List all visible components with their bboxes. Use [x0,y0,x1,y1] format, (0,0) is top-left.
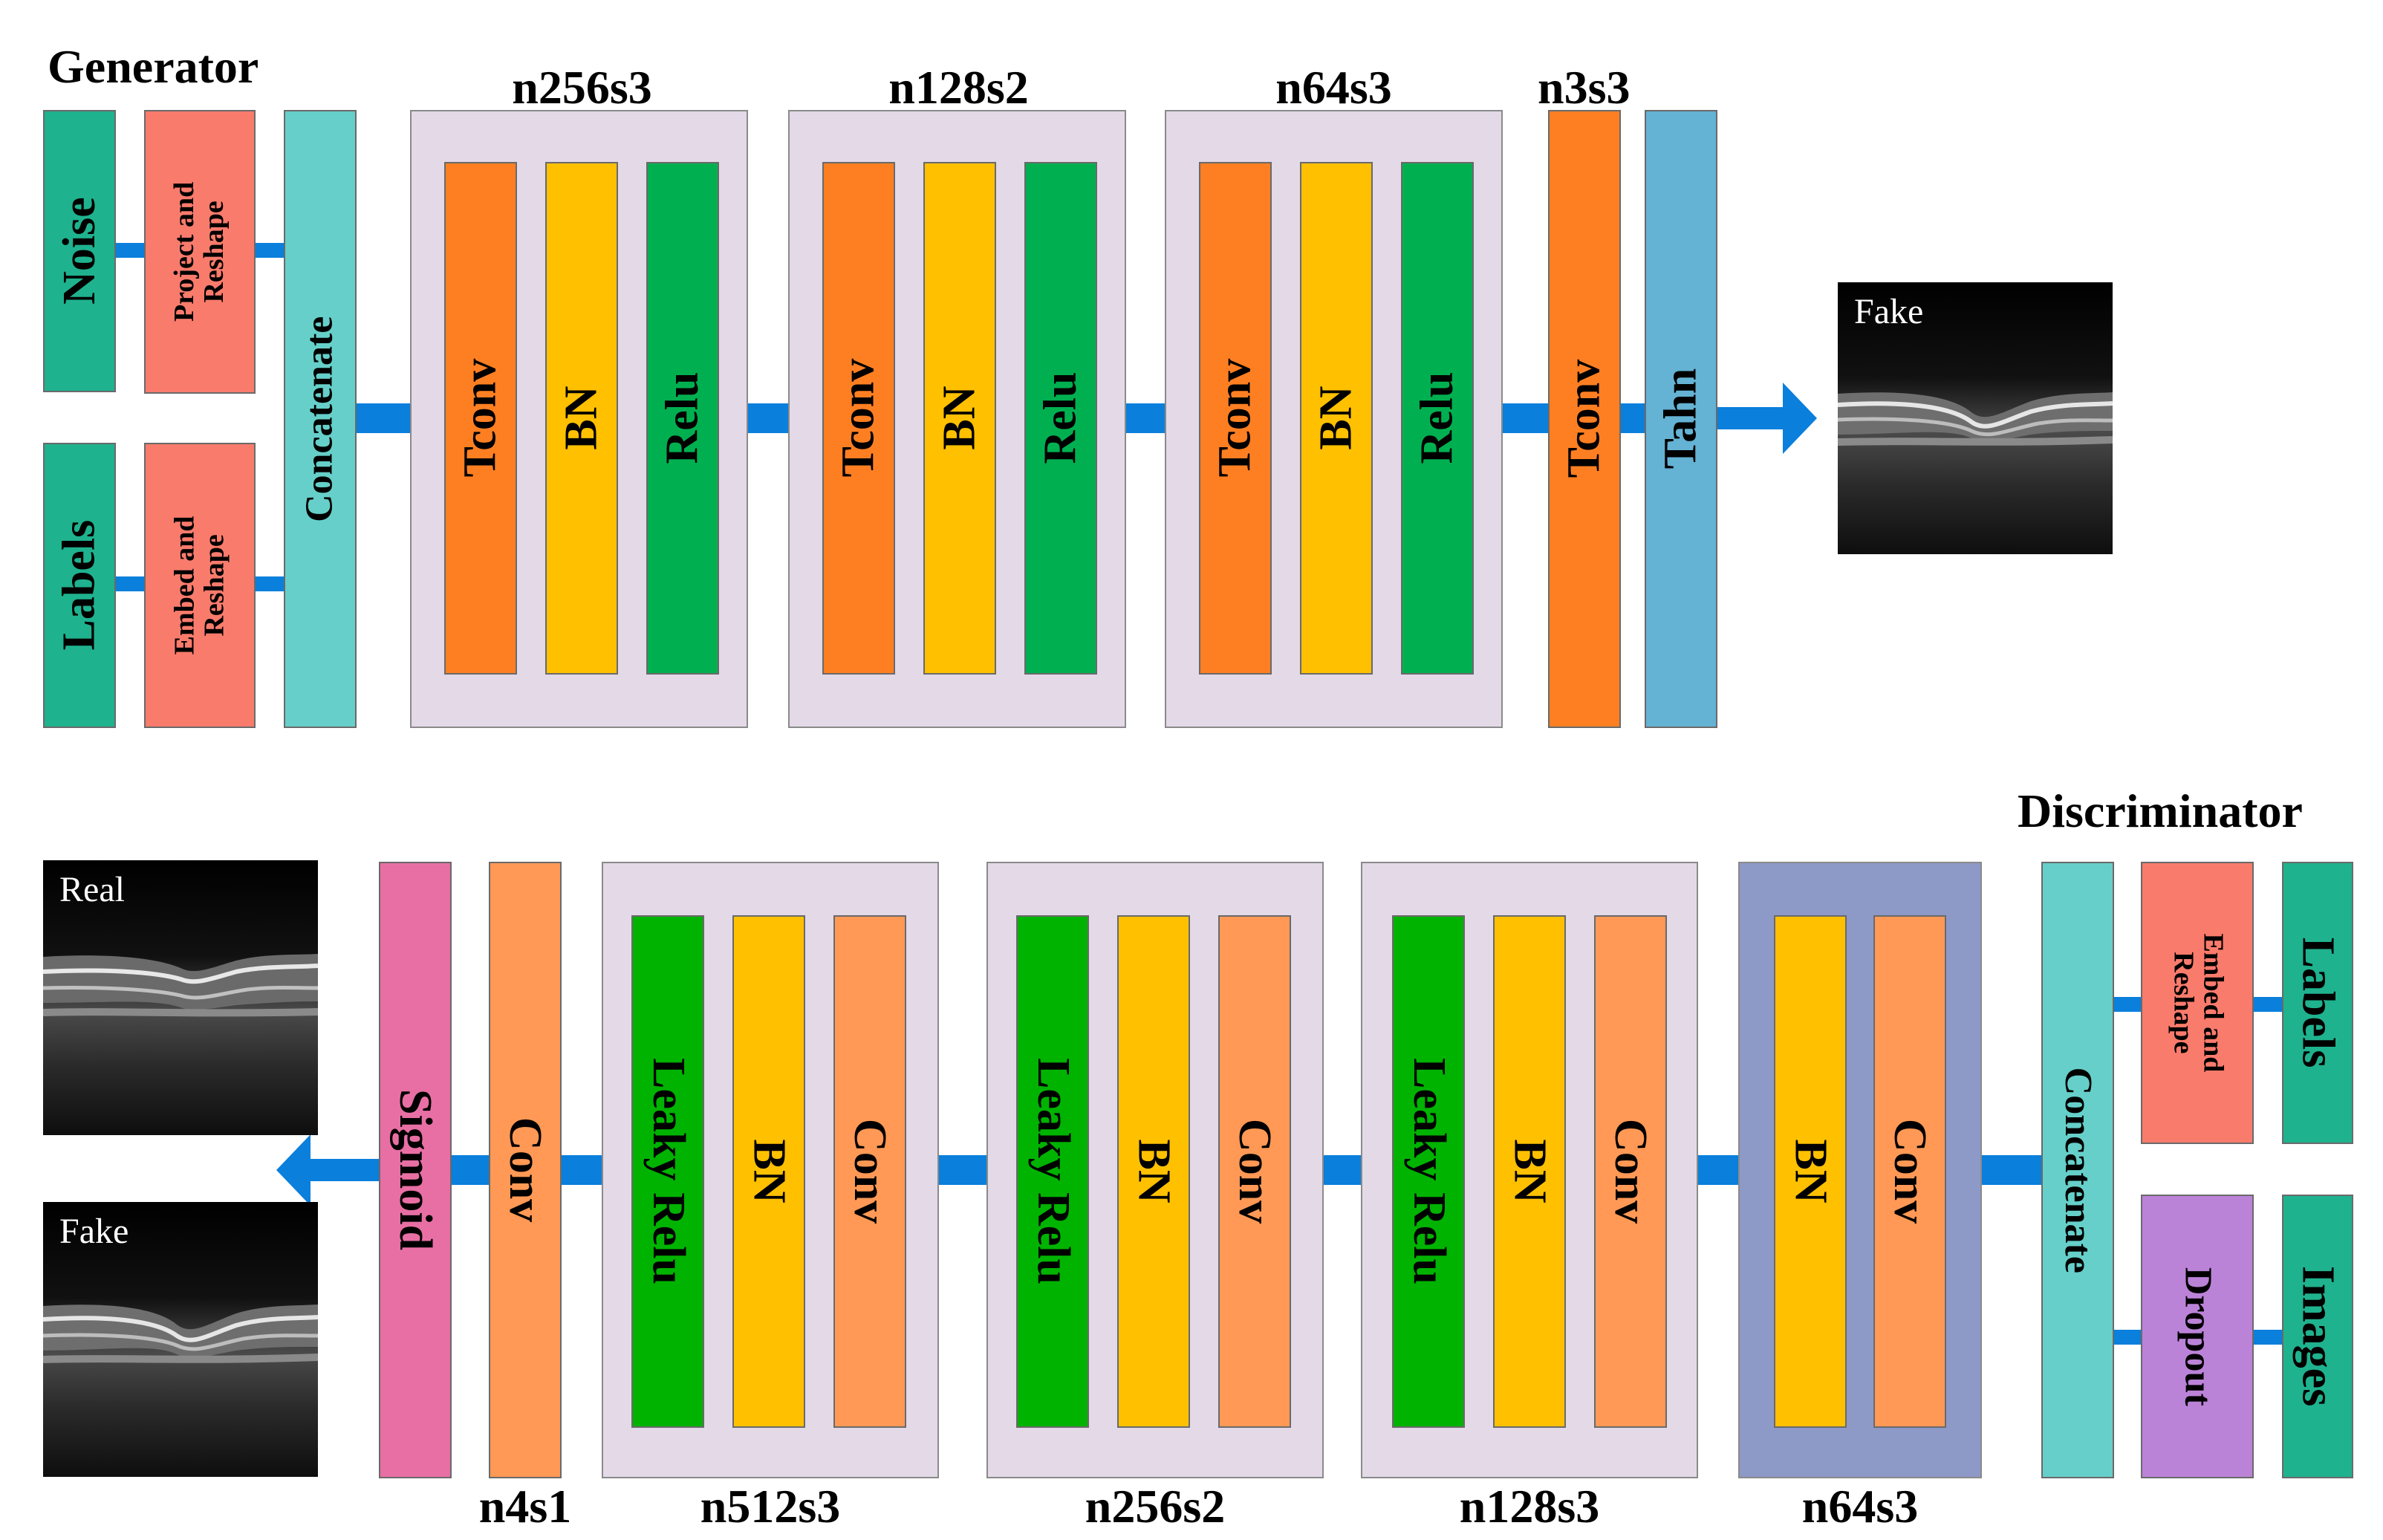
connector [1698,1155,1738,1185]
discriminator-group-3: Leaky Relu BN Conv [986,862,1324,1478]
generator-output-arrow [1717,383,1817,454]
tconv-layer: Tconv [444,162,517,675]
leaky-relu-layer: Leaky Relu [1016,915,1089,1428]
connector [1621,403,1645,433]
oct-scan-graphic [43,1202,318,1477]
connector [1324,1155,1361,1185]
generator-fake-image-label: Fake [1854,292,1924,331]
relu-layer: Relu [1024,162,1097,675]
tconv-layer: Tconv [822,162,895,675]
connector [1982,1155,2041,1185]
discriminator-title: Discriminator [2018,784,2303,837]
oct-scan-graphic [43,860,318,1135]
generator-title: Generator [48,40,259,93]
bn-layer: BN [1117,915,1190,1428]
generator-group-3: Tconv BN Relu [1165,110,1503,728]
connector [939,1155,986,1185]
discriminator-group-label-3: n256s2 [1085,1480,1226,1533]
discriminator-fake-image-label: Fake [59,1212,129,1251]
discriminator-images-input: Images [2282,1195,2353,1478]
generator-labels-input: Labels [43,443,116,728]
bn-layer: BN [732,915,805,1428]
connector [452,1155,489,1185]
discriminator-final-label: n4s1 [478,1480,572,1533]
generator-group-1: Tconv BN Relu [410,110,748,728]
connector [2254,1330,2282,1345]
discriminator-group-4: Leaky Relu BN Conv [602,862,939,1478]
discriminator-labels-input: Labels [2282,862,2353,1144]
oct-scan-graphic [1838,282,2113,554]
generator-noise-label: Noise [53,197,105,305]
generator-final-label: n3s3 [1538,61,1631,114]
relu-layer: Relu [1401,162,1474,675]
bn-layer: BN [923,162,996,675]
discriminator-real-image-label: Real [59,870,125,909]
connector [256,243,285,258]
generator-final-tconv: Tconv [1548,110,1621,728]
bn-layer: BN [1774,915,1847,1428]
bn-layer: BN [545,162,618,675]
discriminator-output-arrow [276,1134,379,1206]
discriminator-real-image: Real [43,860,318,1135]
bn-layer: BN [1300,162,1373,675]
discriminator-group-1: BN Conv [1738,862,1982,1478]
leaky-relu-layer: Leaky Relu [631,915,704,1428]
generator-concatenate-block: Concatenate [284,110,357,728]
connector [2114,1330,2141,1345]
discriminator-group-label-2: n128s3 [1459,1480,1600,1533]
generator-labels-label: Labels [53,520,105,651]
generator-group-label-2: n128s2 [888,61,1029,114]
connector [357,403,410,433]
discriminator-final-conv: Conv [489,862,562,1478]
bn-layer: BN [1493,915,1566,1428]
conv-layer: Conv [1218,915,1291,1428]
discriminator-fake-image: Fake [43,1202,318,1477]
discriminator-dropout-block: Dropout [2141,1195,2254,1478]
discriminator-group-2: Leaky Relu BN Conv [1361,862,1698,1478]
relu-layer: Relu [646,162,719,675]
connector [116,576,146,591]
connector [562,1155,602,1185]
connector [256,576,285,591]
connector [1126,403,1166,433]
conv-layer: Conv [1873,915,1946,1428]
connector [116,243,146,258]
discriminator-sigmoid-block: Sigmoid [379,862,452,1478]
discriminator-group-label-4: n512s3 [700,1480,841,1533]
discriminator-group-label-1: n64s3 [1801,1480,1919,1533]
generator-tahn-block: Tahn [1645,110,1717,728]
discriminator-concatenate-block: Concatenate [2041,862,2114,1478]
leaky-relu-layer: Leaky Relu [1392,915,1465,1428]
tconv-layer: Tconv [1199,162,1272,675]
connector [1503,403,1549,433]
conv-layer: Conv [833,915,906,1428]
generator-group-label-1: n256s3 [512,61,652,114]
connector [2114,997,2141,1012]
connector [2254,997,2282,1012]
conv-layer: Conv [1594,915,1667,1428]
generator-concatenate-label: Concatenate [298,316,341,522]
connector [748,403,790,433]
generator-group-label-3: n64s3 [1275,61,1392,114]
generator-fake-image: Fake [1838,282,2113,554]
generator-group-2: Tconv BN Relu [788,110,1126,728]
generator-noise-input: Noise [43,110,116,392]
